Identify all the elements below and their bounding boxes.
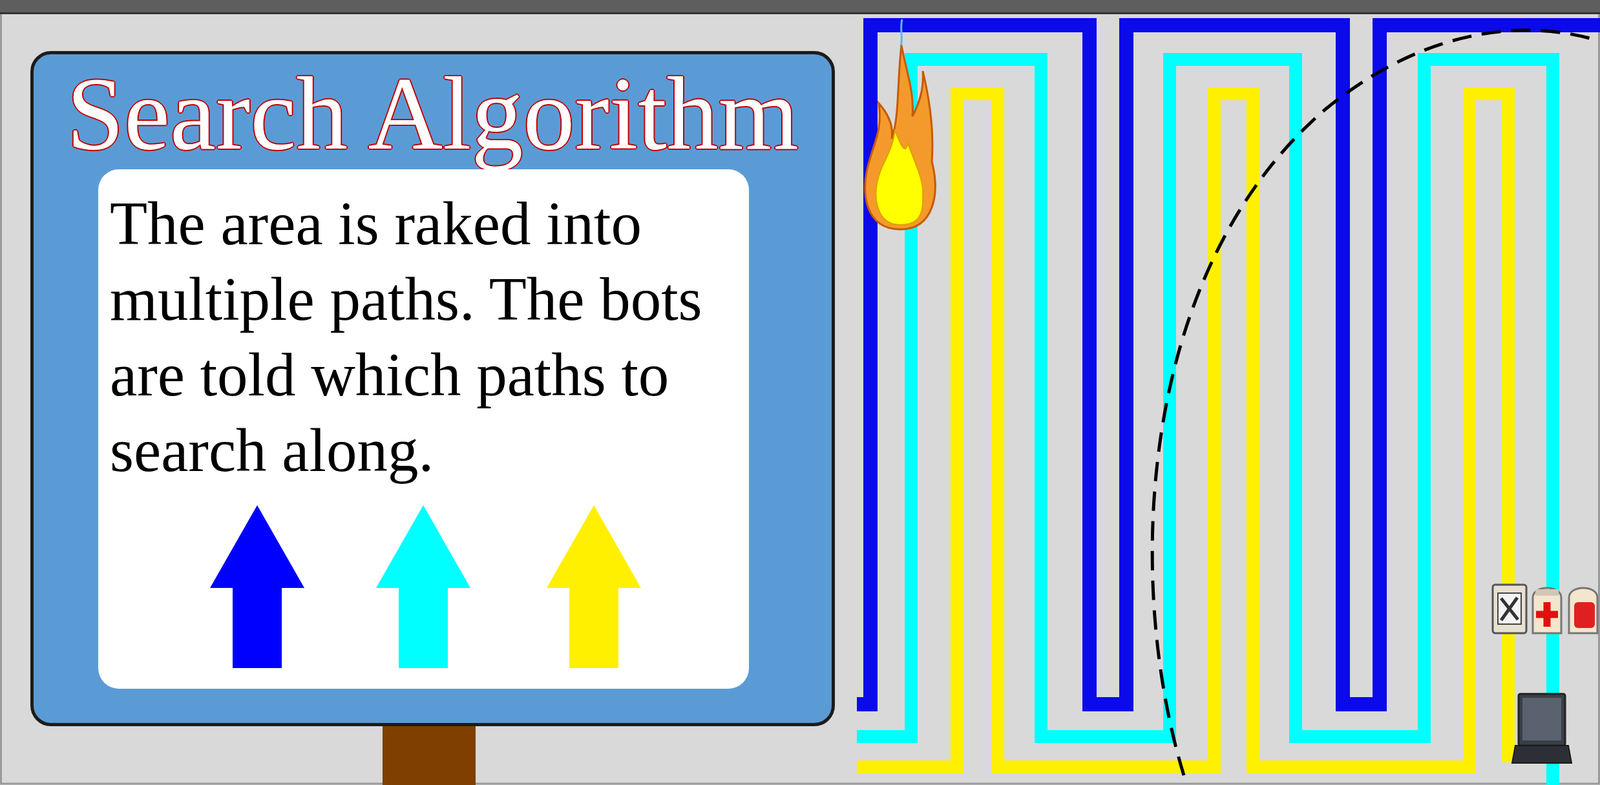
- laptop-icon: [1512, 694, 1572, 764]
- description-text: The area is raked into multiple paths. T…: [109, 186, 740, 489]
- sign-board: Search Algorithm The area is raked into …: [30, 51, 835, 727]
- fire-robot-icon: [1568, 588, 1598, 634]
- text-panel: The area is raked into multiple paths. T…: [98, 169, 749, 689]
- cyan-search-path: [856, 59, 1553, 785]
- fire-icon: [865, 19, 936, 230]
- yellow-arrow: [546, 505, 642, 669]
- blue-arrow: [210, 505, 305, 669]
- sign-title: Search Algorithm: [33, 56, 832, 171]
- dashed-range-arc: [1152, 30, 1597, 776]
- window-border: [1, 12, 1600, 784]
- yellow-search-path: [856, 93, 1509, 768]
- top-bar-edge: [0, 12, 1600, 15]
- top-bar: [0, 0, 1600, 13]
- sign-post: [382, 723, 476, 785]
- cyan-arrow: [376, 505, 471, 669]
- medic-robot-icon: [1532, 588, 1562, 634]
- repair-robot-icon: [1492, 584, 1527, 634]
- blue-search-path: [856, 25, 1600, 705]
